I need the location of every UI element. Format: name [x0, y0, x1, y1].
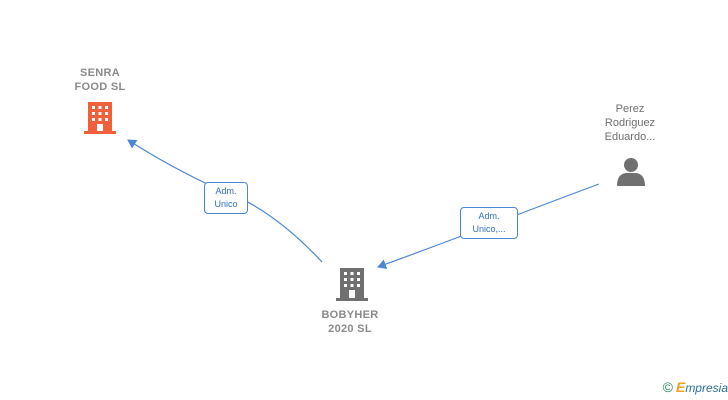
company-label-bobyher[interactable]: BOBYHER 2020 SL — [316, 308, 384, 336]
person-name-line: Rodriguez — [604, 117, 656, 129]
company-label-senra[interactable]: SENRA FOOD SL — [68, 66, 132, 94]
person-name-line: Perez — [615, 103, 645, 115]
brand-name: mpresia — [685, 381, 728, 395]
edge-label-role[interactable]: Adm. Unico — [204, 182, 248, 214]
role-text: Unico — [214, 199, 238, 209]
brand-logo-initial: E — [675, 379, 686, 395]
role-text: Adm. — [478, 211, 500, 221]
copyright-symbol: © — [662, 379, 673, 395]
building-icon[interactable] — [336, 268, 368, 301]
company-name-line: BOBYHER — [321, 309, 379, 321]
building-icon[interactable] — [84, 102, 116, 134]
person-label-perez[interactable]: Perez Rodriguez Eduardo... — [594, 102, 666, 144]
edge-label-role[interactable]: Adm. Unico,... — [460, 207, 518, 239]
footer-brand[interactable]: ©Empresia — [663, 379, 728, 395]
role-text: Unico,... — [472, 224, 506, 234]
company-name-line: FOOD SL — [74, 81, 126, 93]
company-name-line: SENRA — [79, 67, 120, 79]
company-name-line: 2020 SL — [328, 323, 372, 335]
person-icon[interactable] — [617, 158, 645, 186]
person-name-line: Eduardo... — [604, 131, 656, 143]
role-text: Adm. — [215, 186, 237, 196]
